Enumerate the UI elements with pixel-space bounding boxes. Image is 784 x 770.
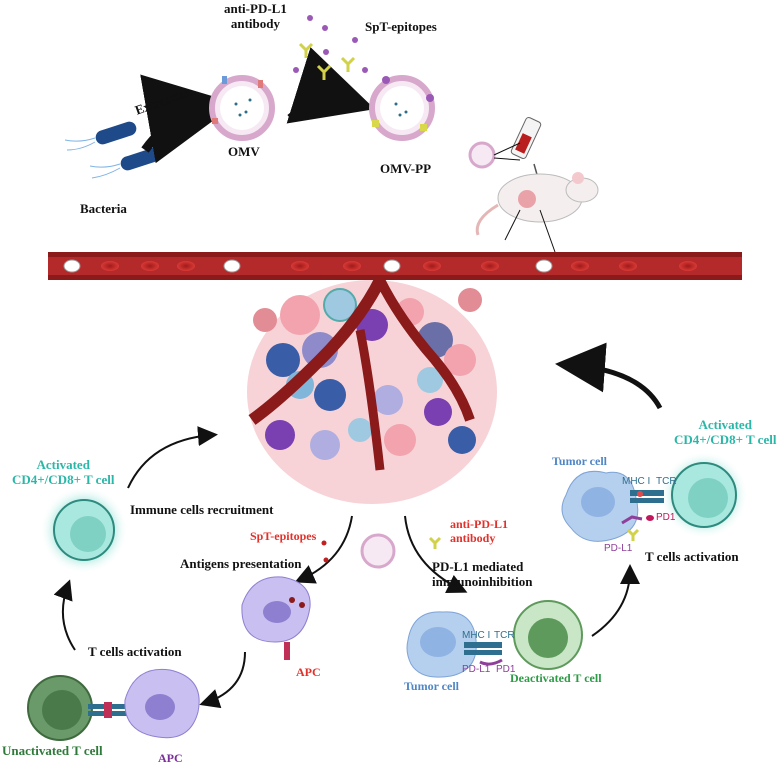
omv-icon [209, 75, 275, 141]
omv-pp-label: OMV-PP [380, 161, 432, 176]
pd1-bottom-label: PD1 [496, 664, 516, 675]
arrow-tumor-to-immunoinhibition [404, 515, 468, 593]
pd-l1-immunoinhibition-label: PD-L1 mediated immunoinhibition [432, 559, 533, 589]
omv-label: OMV [228, 144, 260, 159]
extraction-arrow [140, 74, 237, 164]
deactivated-t-cell-label: Deactivated T cell [510, 671, 602, 685]
t-cells-activation-right-label: T cells activation [645, 549, 739, 564]
tumor-cell-bottom-label: Tumor cell [404, 679, 460, 693]
arrow-deactivated-to-activated [591, 564, 640, 637]
arrow-tumor-to-apc [294, 515, 353, 584]
unactivated-t-cell-label: Unactivated T cell [2, 743, 103, 758]
tumor-cell-right-label: Tumor cell [552, 454, 608, 468]
blood-vessel [48, 252, 742, 280]
activated-t-cell-left-label: Activated CD4+/CD8+ T cell [12, 457, 115, 487]
arrow-activated-back-to-tumor [555, 342, 663, 410]
immune-recruitment-label: Immune cells recruitment [130, 502, 274, 517]
activated-t-cell-right-label: Activated CD4+/CD8+ T cell [674, 417, 777, 447]
spt-epitopes-top-label: SpT-epitopes [365, 19, 437, 34]
syringe-icon [510, 116, 542, 179]
apc-mid-label: APC [296, 665, 321, 679]
omv-pp-mid-icon [321, 533, 442, 569]
mhc-bottom-label: MHC I [462, 630, 491, 641]
anti-pd-l1-top-label: anti-PD-L1 antibody [224, 1, 287, 31]
activated-t-cell-left [40, 486, 128, 574]
apc-mid [241, 576, 311, 660]
loading-arrow [286, 47, 375, 124]
anti-pd-l1-mid-label: anti-PD-L1 antibody [450, 517, 508, 545]
apc-bottom [124, 668, 200, 739]
tumor-cell-right [561, 470, 664, 542]
apc-bottom-label: APC [158, 751, 183, 765]
activated-t-cell-right [660, 451, 748, 539]
pdl1-bottom-label: PD-L1 [462, 664, 491, 675]
antibody-epitope-cloud [293, 15, 368, 80]
antigens-presentation-label: Antigens presentation [180, 556, 302, 571]
injected-omv-icon [468, 141, 521, 169]
pdl1-right-label: PD-L1 [604, 543, 633, 554]
bacteria-label: Bacteria [80, 201, 127, 216]
mouse-icon [475, 172, 599, 253]
pd1-right-label: PD1 [656, 512, 676, 523]
t-cells-activation-left-label: T cells activation [88, 644, 182, 659]
unactivated-t-cell [27, 675, 128, 741]
arrow-unactivated-to-activated [53, 579, 76, 651]
tumor-cell-bottom [406, 611, 503, 678]
arrow-apc-to-tcell [199, 651, 246, 709]
tumor-tissue [247, 277, 497, 504]
deactivated-t-cell [513, 600, 583, 670]
omv-pp-icon [369, 75, 435, 141]
arrow-activated-to-tumor [127, 426, 218, 489]
mhc-right-label: MHC I [622, 476, 651, 487]
spt-epitopes-mid-label: SpT-epitopes [250, 529, 317, 543]
tcr-bottom-label: TCR [494, 630, 515, 641]
tcr-right-label: TCR [656, 476, 677, 487]
